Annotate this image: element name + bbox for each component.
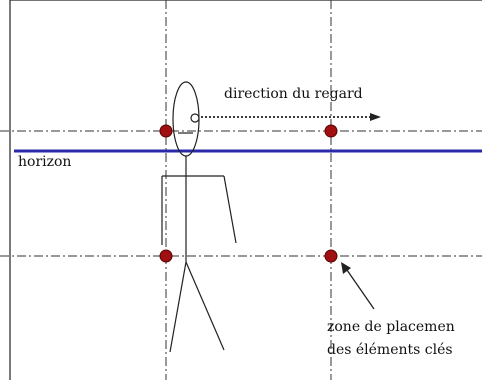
- figure-right-leg: [185, 261, 225, 351]
- figure-head: [172, 81, 200, 157]
- gaze-arrow: [201, 113, 381, 121]
- key-point-bottom-left: [159, 249, 173, 263]
- frame: [9, 0, 482, 380]
- zone-pointer-arrow: [341, 262, 375, 310]
- zone-label-line2: des éléments clés: [327, 342, 453, 358]
- key-point-bottom-right: [324, 249, 338, 263]
- key-points: [159, 124, 338, 263]
- zone-pointer-line: [346, 269, 375, 310]
- gaze-direction-label: direction du regard: [224, 86, 363, 102]
- stick-figure: [161, 81, 237, 353]
- gaze-arrow-head: [370, 113, 381, 121]
- figure-eye: [190, 113, 200, 123]
- key-point-top-right: [324, 124, 338, 138]
- zone-pointer-head: [341, 262, 351, 274]
- figure-left-leg: [169, 261, 187, 353]
- horizon-label: horizon: [18, 154, 71, 170]
- figure-right-arm: [223, 175, 237, 244]
- key-point-top-left: [159, 124, 173, 138]
- zone-label-line1: zone de placemen: [327, 319, 455, 335]
